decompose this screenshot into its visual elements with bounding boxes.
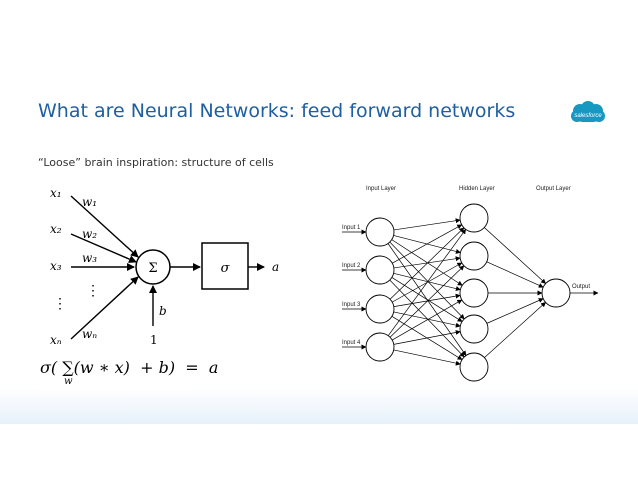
edge-input4-hidden4 bbox=[393, 330, 461, 345]
weight-w2-label: w₂ bbox=[82, 227, 97, 241]
formula-subscript: w bbox=[64, 376, 73, 387]
edge-hidden2-output bbox=[486, 261, 544, 288]
output-label: a bbox=[272, 260, 279, 274]
edge-hidden5-output bbox=[484, 302, 546, 358]
input-xn-label: xₙ bbox=[50, 333, 62, 347]
hidden-node-1 bbox=[459, 203, 489, 233]
input-layer-label: Input Layer bbox=[366, 186, 396, 192]
input-node-4 bbox=[365, 332, 395, 362]
slide-title: What are Neural Networks: feed forward n… bbox=[38, 100, 516, 122]
hidden-node-5 bbox=[459, 352, 489, 382]
edge-hidden1-output bbox=[484, 227, 547, 284]
weight-w1-label: w₁ bbox=[82, 195, 97, 209]
activation-symbol: σ bbox=[221, 261, 231, 276]
edge-input2-hidden5 bbox=[389, 279, 465, 358]
edge-hidden4-output bbox=[486, 298, 544, 324]
edge-input4-hidden3 bbox=[391, 299, 463, 341]
edge-input1-hidden1 bbox=[393, 218, 461, 231]
edge-input1-hidden4 bbox=[389, 241, 465, 320]
input-node-3 bbox=[365, 294, 395, 324]
edge-xn bbox=[70, 276, 139, 340]
input-1-label: Input 1 bbox=[342, 225, 361, 231]
edge-input1-hidden3 bbox=[391, 239, 463, 286]
perceptron-diagram: x₁ x₂ x₃ ⋮ xₙ w₁ w₂ w₃ ⋮ wₙ Σ σ a b 1 bbox=[50, 186, 279, 347]
feedforward-network-diagram: Input Layer Hidden Layer Output Layer In… bbox=[342, 186, 599, 382]
edge-input4-hidden2 bbox=[389, 265, 465, 338]
hidden-layer-label: Hidden Layer bbox=[459, 186, 495, 192]
bias-input-label: 1 bbox=[150, 333, 158, 347]
salesforce-logo: salesforce bbox=[571, 101, 605, 122]
slide-subtitle: “Loose” brain inspiration: structure of … bbox=[38, 156, 274, 169]
weight-ellipsis: ⋮ bbox=[86, 283, 100, 299]
formula-text: σ( ∑(w ∗ x) + b) = a bbox=[40, 358, 219, 377]
edge-input2-hidden4 bbox=[391, 277, 463, 322]
input-x1-label: x₁ bbox=[50, 186, 62, 200]
hidden-node-2 bbox=[459, 241, 489, 271]
edge-input2-hidden2 bbox=[393, 256, 461, 269]
input-4-label: Input 4 bbox=[342, 340, 361, 346]
summation-symbol: Σ bbox=[148, 261, 157, 276]
input-ellipsis: ⋮ bbox=[53, 296, 67, 312]
edge-input4-hidden1 bbox=[387, 228, 467, 336]
edge-input3-hidden4 bbox=[393, 311, 461, 328]
input-node-2 bbox=[365, 255, 395, 285]
footer-band bbox=[0, 388, 638, 424]
input-x3-label: x₃ bbox=[50, 259, 62, 273]
output-layer-label: Output Layer bbox=[536, 186, 571, 192]
edge-input2-hidden3 bbox=[393, 272, 461, 292]
weight-wn-label: wₙ bbox=[82, 327, 97, 341]
edge-input3-hidden3 bbox=[393, 293, 461, 307]
input-node-1 bbox=[365, 217, 395, 247]
edge-input3-hidden1 bbox=[389, 227, 465, 300]
output-label: Output bbox=[572, 284, 590, 290]
edge-input4-hidden5 bbox=[393, 349, 461, 366]
edge-x2 bbox=[70, 233, 137, 263]
bias-label: b bbox=[159, 304, 167, 318]
output-node bbox=[541, 278, 571, 308]
hidden-node-4 bbox=[459, 314, 489, 344]
input-x2-label: x₂ bbox=[50, 222, 62, 236]
input-2-label: Input 2 bbox=[342, 263, 361, 269]
formula-box: σ( ∑(w ∗ x) + b) = a w bbox=[38, 357, 218, 390]
weight-w3-label: w₃ bbox=[82, 251, 97, 265]
logo-text: salesforce bbox=[574, 113, 602, 119]
activation-box bbox=[201, 242, 249, 290]
edge-input2-hidden1 bbox=[392, 224, 463, 264]
input-3-label: Input 3 bbox=[342, 302, 361, 308]
edge-x1 bbox=[70, 195, 139, 258]
hidden-node-3 bbox=[459, 278, 489, 308]
